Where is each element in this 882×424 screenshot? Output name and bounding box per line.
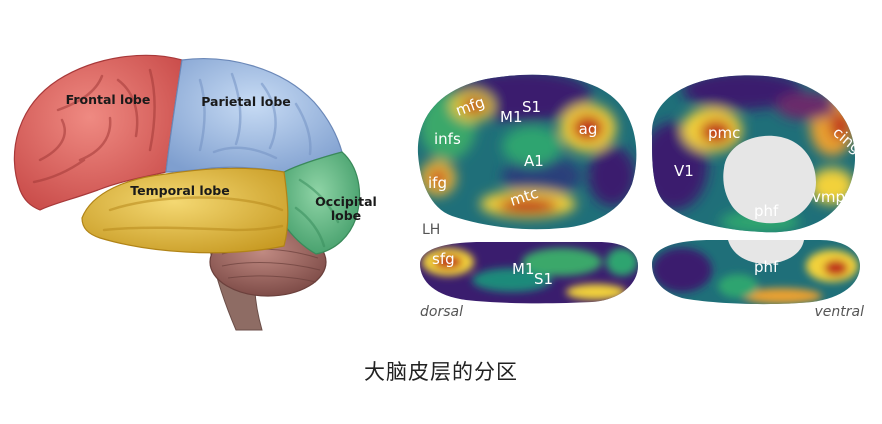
temporal-lobe-region (81, 167, 289, 254)
ventral-view-map (652, 240, 860, 305)
occipital-lobe-region (283, 151, 361, 255)
label-lh: LH (422, 222, 440, 238)
parietal-lobe-region (165, 58, 343, 173)
label-infs: infs (434, 130, 461, 148)
lobe-diagram-svg: Frontal lobe Parietal lobe Temporal lobe… (13, 54, 377, 331)
label-m1-lateral: M1 (500, 108, 523, 126)
label-ventral: ventral (815, 304, 865, 320)
label-s1-lateral: S1 (522, 98, 541, 116)
parietal-lobe-label: Parietal lobe (201, 94, 291, 109)
dorsal-view-map (420, 242, 638, 304)
label-ifg: ifg (428, 174, 447, 192)
label-s1-dorsal: S1 (534, 270, 553, 288)
cortex-heatmap-figure: infs mfg M1 S1 ag A1 ifg mtc LH pmc (412, 66, 872, 320)
label-sfg: sfg (432, 250, 455, 268)
occipital-lobe-label-line1: Occipital (315, 194, 377, 209)
label-pmc: pmc (708, 124, 740, 142)
label-phf-ventral: phf (754, 258, 779, 276)
lobe-diagram: Frontal lobe Parietal lobe Temporal lobe… (0, 40, 392, 332)
label-m1-dorsal: M1 (512, 260, 535, 278)
occipital-lobe-label-line2: lobe (331, 208, 361, 223)
label-ag: ag (579, 120, 598, 138)
label-dorsal: dorsal (420, 304, 463, 320)
medial-view-map (651, 75, 856, 233)
figure-caption: 大脑皮层的分区 (364, 360, 518, 384)
lateral-view-map (417, 74, 637, 230)
medial-wall (723, 135, 816, 224)
ventral-medial-wall (728, 240, 804, 264)
frontal-lobe-label: Frontal lobe (66, 92, 151, 107)
label-a1: A1 (524, 152, 544, 170)
label-phf-medial: phf (754, 202, 779, 220)
cortex-heatmap-svg: infs mfg M1 S1 ag A1 ifg mtc LH pmc (417, 74, 865, 320)
label-v1: V1 (674, 162, 694, 180)
label-vmpfc: vmpfc (812, 188, 859, 206)
temporal-lobe-label: Temporal lobe (130, 183, 229, 198)
